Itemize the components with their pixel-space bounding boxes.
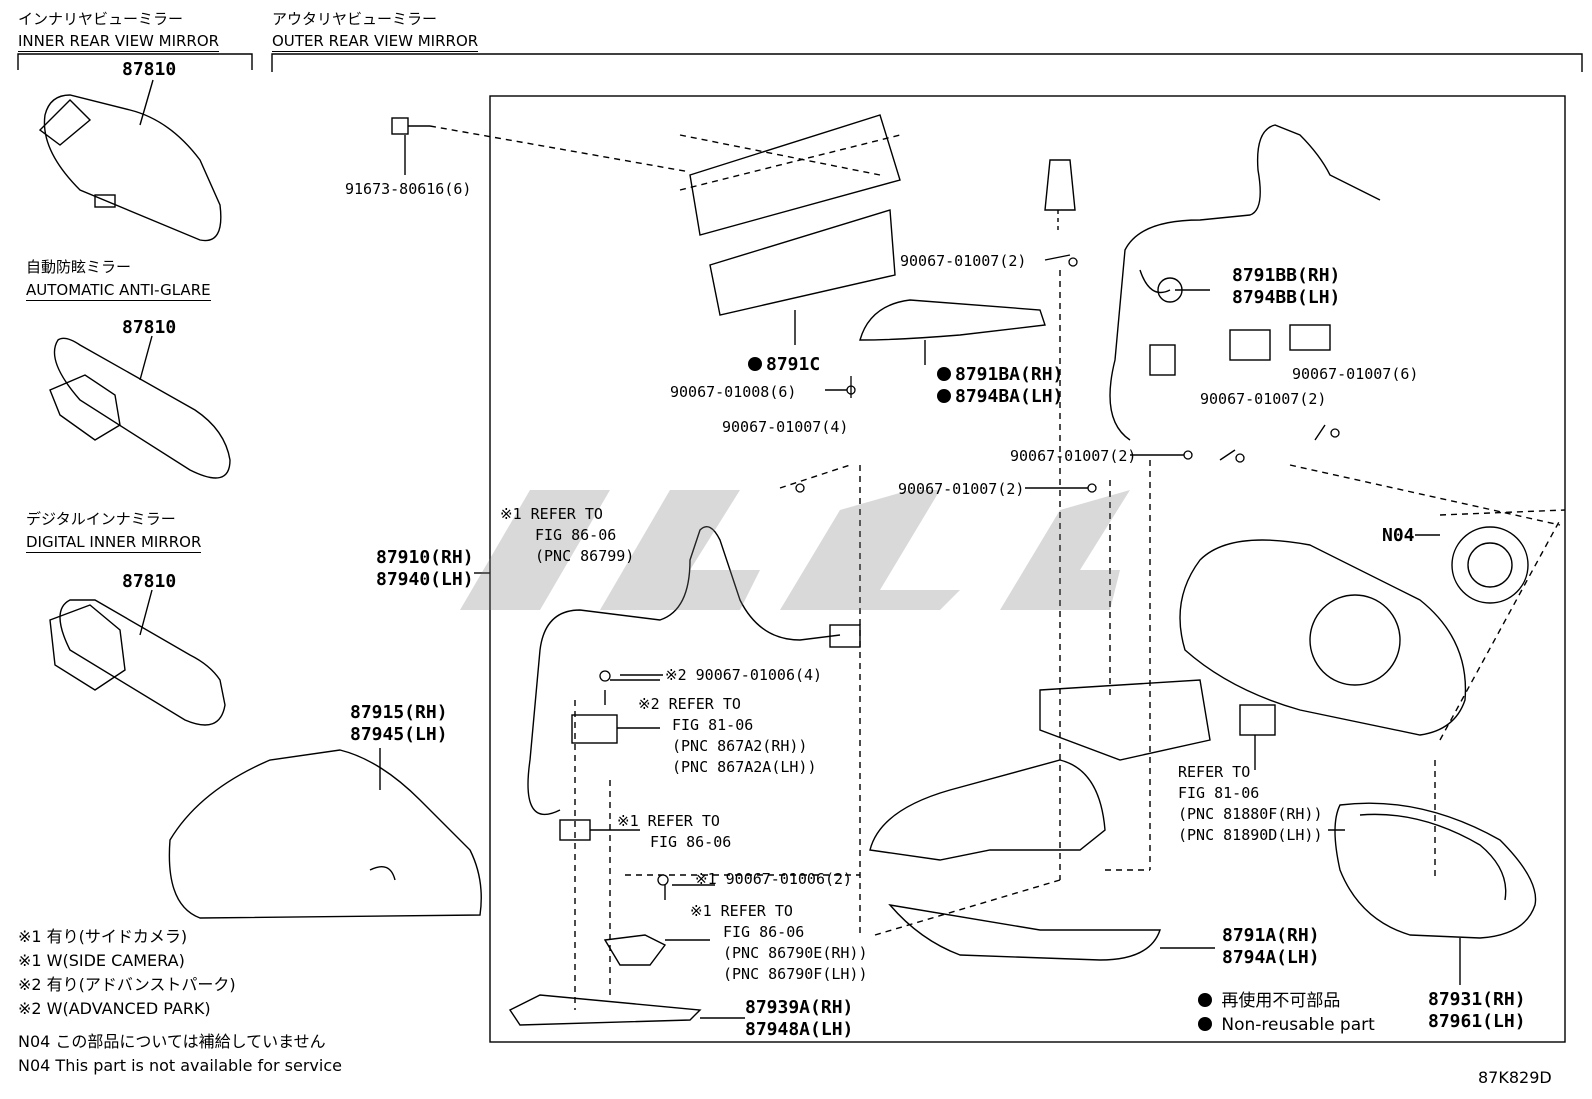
side-camera-ref-line1[interactable]: ※1 REFER TO [690,902,793,920]
adv-park-ref-line2: FIG 81-06 [672,716,754,734]
part-90067-01007-r2[interactable]: 90067-01007(2) [1200,390,1327,408]
part-87945-lh[interactable]: 87945(LH) [350,724,448,745]
adv-park-ref-line4: (PNC 867A2A(LH)) [672,758,817,776]
digital-mirror-title-en: DIGITAL INNER MIRROR [26,533,202,553]
side-camera-ref-line2: FIG 86-06 [723,923,805,941]
part-90067-01007-4[interactable]: 90067-01007(4) [722,418,849,436]
part-87810-standard[interactable]: 87810 [122,59,177,80]
adv-park-ref-line1[interactable]: ※2 REFER TO [638,695,741,713]
part-87810-anti-glare[interactable]: 87810 [122,317,177,338]
part-8794A-lh[interactable]: 8794A(LH) [1222,947,1320,968]
part-90067-01007-r4[interactable]: 90067-01007(2) [898,480,1025,498]
lamp-ref-line4: (PNC 81890D(LH)) [1178,826,1323,844]
note-1-en: ※1 W(SIDE CAMERA) [18,951,185,970]
lamp-ref-line2: FIG 81-06 [1178,784,1260,802]
part-8791C[interactable]: 8791C [748,355,820,374]
non-reusable-dot-icon [937,389,951,403]
camera-cable-ref-line1[interactable]: ※1 REFER TO [500,505,603,523]
part-87961-lh[interactable]: 87961(LH) [1428,1011,1526,1032]
non-reusable-dot-icon [1198,993,1212,1007]
inner-mirror-title-en: INNER REAR VIEW MIRROR [18,32,220,52]
part-90067-01007-r3[interactable]: 90067-01007(2) [1010,447,1137,465]
side-camera-ref-line4: (PNC 86790F(LH)) [723,965,868,983]
note-1-jp: ※1 有り(サイドカメラ) [18,927,188,946]
note-2-jp: ※2 有り(アドバンストパーク) [18,975,236,994]
part-87810-digital[interactable]: 87810 [122,571,177,592]
part-8791A-rh[interactable]: 8791A(RH) [1222,925,1320,946]
part-8791BB[interactable]: 8791BB(RH) [1232,265,1341,286]
part-87931-rh[interactable]: 87931(RH) [1428,989,1526,1010]
lamp-ref-line3: (PNC 81880F(RH)) [1178,805,1323,823]
outer-mirror-title-en: OUTER REAR VIEW MIRROR [272,32,479,52]
note-n04-en: N04 This part is not available for servi… [18,1056,342,1075]
part-87915-rh[interactable]: 87915(RH) [350,702,448,723]
watermark-logo [460,490,1130,610]
part-90067-01007-6[interactable]: 90067-01007(6) [1292,365,1419,383]
part-N04[interactable]: N04 [1382,525,1415,546]
part-87910-rh[interactable]: 87910(RH) [376,547,474,568]
legend-non-reusable-jp: 再使用不可部品 [1198,992,1340,1011]
diagram-code: 87K829D [1478,1068,1552,1087]
part-90067-01006-2[interactable]: ※1 90067-01006(2) [695,870,853,888]
note-2-en: ※2 W(ADVANCED PARK) [18,999,211,1018]
part-8791BA[interactable]: 8791BA(RH) [937,365,1063,384]
part-8794BA[interactable]: 8794BA(LH) [937,387,1063,406]
camera-cable-ref-line2: FIG 86-06 [535,526,617,544]
part-87940-lh[interactable]: 87940(LH) [376,569,474,590]
part-90067-01006-4[interactable]: ※2 90067-01006(4) [665,666,823,684]
non-reusable-dot-icon [937,367,951,381]
lamp-ref-line1[interactable]: REFER TO [1178,763,1251,781]
outer-mirror-title-jp: アウタリヤビューミラー [272,10,438,28]
note-n04-jp: N04 この部品については補給していません [18,1032,326,1051]
part-91673-bolt[interactable]: 91673-80616(6) [345,180,472,198]
part-90067-01007-top[interactable]: 90067-01007(2) [900,252,1027,270]
inner-mirror-title-jp: インナリヤビューミラー [18,10,184,28]
camera-cable-ref-line3: (PNC 86799) [535,547,635,565]
part-87948A-lh[interactable]: 87948A(LH) [745,1019,854,1040]
non-reusable-dot-icon [748,357,762,371]
non-reusable-dot-icon [1198,1017,1212,1031]
camera-connector-ref-line2: FIG 86-06 [650,833,732,851]
digital-mirror-title-jp: デジタルインナミラー [26,510,176,528]
part-87939A-rh[interactable]: 87939A(RH) [745,997,854,1018]
auto-anti-glare-title-jp: 自動防眩ミラー [26,258,132,276]
auto-anti-glare-title-en: AUTOMATIC ANTI-GLARE [26,281,211,301]
part-90067-01008[interactable]: 90067-01008(6) [670,383,797,401]
legend-non-reusable-en: Non-reusable part [1198,1016,1375,1035]
adv-park-ref-line3: (PNC 867A2(RH)) [672,737,808,755]
part-8794BB[interactable]: 8794BB(LH) [1232,287,1341,308]
camera-connector-ref-line1[interactable]: ※1 REFER TO [617,812,720,830]
side-camera-ref-line3: (PNC 86790E(RH)) [723,944,868,962]
